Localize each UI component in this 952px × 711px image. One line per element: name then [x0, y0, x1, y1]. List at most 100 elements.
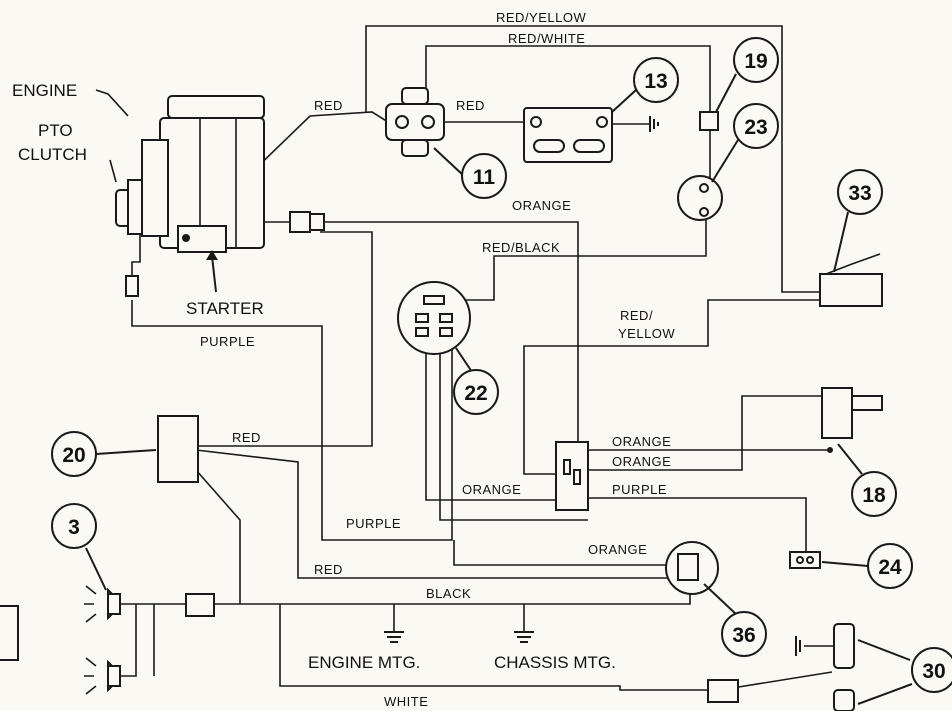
label-purple-low-right: PURPLE	[612, 482, 667, 497]
pto-clutch	[115, 179, 143, 297]
leader-11	[433, 147, 465, 177]
wire-headlight-2	[120, 604, 137, 677]
label-pto-1: PTO	[38, 121, 73, 140]
leader-20	[95, 449, 157, 455]
label-orange-36: ORANGE	[588, 542, 647, 557]
callout-13-number: 13	[644, 70, 667, 93]
label-red-yellow-right-2: YELLOW	[618, 326, 675, 341]
component-labels: ENGINE PTO CLUTCH STARTER ENGINE MTG. CH…	[12, 81, 616, 672]
label-pto-2: CLUTCH	[18, 145, 87, 164]
label-red-module: RED	[232, 430, 261, 445]
leader-33	[833, 211, 849, 273]
ignition-switch	[397, 281, 471, 355]
label-purple-low-left: PURPLE	[346, 516, 401, 531]
leader-starter	[211, 255, 217, 293]
wire-orange-mid	[320, 221, 579, 448]
leader-36	[703, 583, 739, 617]
label-red-white: RED/WHITE	[508, 31, 585, 46]
leader-engine	[95, 89, 129, 117]
label-starter: STARTER	[186, 299, 264, 318]
leader-19	[715, 73, 737, 113]
engine	[141, 95, 265, 253]
leader-3	[85, 547, 107, 591]
label-orange-sw1: ORANGE	[612, 434, 671, 449]
callout-19-number: 19	[744, 50, 767, 73]
ammeter	[677, 175, 723, 221]
headlights	[84, 585, 215, 695]
callout-3-number: 3	[68, 516, 80, 539]
wire-red-bottom	[195, 449, 672, 579]
callout-20	[51, 431, 97, 477]
wire-module-ground	[195, 469, 241, 604]
callout-33-number: 33	[848, 182, 871, 205]
callout-30	[911, 647, 952, 693]
callout-23	[733, 103, 779, 149]
callout-13	[633, 57, 679, 103]
label-chassis-mtg: CHASSIS MTG.	[494, 653, 616, 672]
leader-22	[455, 347, 473, 373]
callout-36-number: 36	[732, 624, 755, 647]
callout-30-number: 30	[922, 660, 945, 683]
leader-18	[837, 443, 863, 475]
label-black-bottom: BLACK	[426, 586, 471, 601]
wire-22-lower	[439, 330, 588, 521]
safety-switch	[555, 441, 589, 511]
label-engine: ENGINE	[12, 81, 77, 100]
wire-orange-18b	[588, 395, 822, 471]
leader-23	[711, 139, 739, 183]
label-red-yellow-right-1: RED/	[620, 308, 653, 323]
battery	[523, 107, 659, 163]
engine-connector	[264, 211, 325, 233]
label-red-black: RED/BLACK	[482, 240, 560, 255]
callout-19	[733, 37, 779, 83]
callout-24	[867, 543, 913, 589]
wire-orange-22	[425, 330, 556, 501]
leader-13	[611, 89, 637, 113]
wire-red-black	[462, 218, 707, 301]
label-white-bottom: WHITE	[384, 694, 428, 709]
label-red-bottom: RED	[314, 562, 343, 577]
callout-18-number: 18	[862, 484, 886, 507]
callout-11-number: 11	[473, 166, 496, 189]
callout-24-number: 24	[878, 556, 902, 579]
brake-switch	[821, 387, 883, 453]
callout-18	[851, 471, 897, 517]
wire-red-white	[425, 45, 711, 112]
label-red-yellow-top: RED/YELLOW	[496, 10, 586, 25]
ground-symbols	[384, 631, 534, 643]
rear-lights	[707, 623, 855, 711]
terminal-block	[789, 551, 821, 569]
callouts: 11 13 19 23 33 22 20 18 3 24	[51, 37, 952, 705]
wire-orange-36	[453, 540, 690, 566]
label-engine-mtg: ENGINE MTG.	[308, 653, 420, 672]
label-orange-mid: ORANGE	[512, 198, 571, 213]
wire-red-yellow-right	[523, 299, 838, 475]
callout-20-number: 20	[62, 444, 85, 467]
solenoid	[385, 87, 445, 157]
wire-red-module	[198, 231, 373, 447]
label-red-right: RED	[456, 98, 485, 113]
callout-22	[453, 369, 499, 415]
wire-labels: RED/YELLOW RED/WHITE RED RED ORANGE RED/…	[200, 10, 675, 709]
wire-purple-right	[588, 497, 807, 552]
callout-23-number: 23	[744, 116, 767, 139]
leader-pto	[109, 159, 117, 183]
leader-30-b	[857, 683, 913, 705]
callout-36	[721, 611, 767, 657]
leader-24	[821, 561, 869, 567]
callout-33	[837, 169, 883, 215]
callout-11	[461, 153, 507, 199]
wire-red-yellow-top	[365, 25, 838, 293]
label-orange-low: ORANGE	[462, 482, 521, 497]
leader-30-a	[857, 639, 911, 661]
fuse	[699, 111, 719, 131]
label-red-left: RED	[314, 98, 343, 113]
edge-component	[0, 605, 19, 661]
connector-36	[665, 541, 719, 595]
label-purple-left: PURPLE	[200, 334, 255, 349]
callout-22-number: 22	[464, 382, 487, 405]
arrow-starter	[206, 250, 218, 260]
label-orange-sw2: ORANGE	[612, 454, 671, 469]
